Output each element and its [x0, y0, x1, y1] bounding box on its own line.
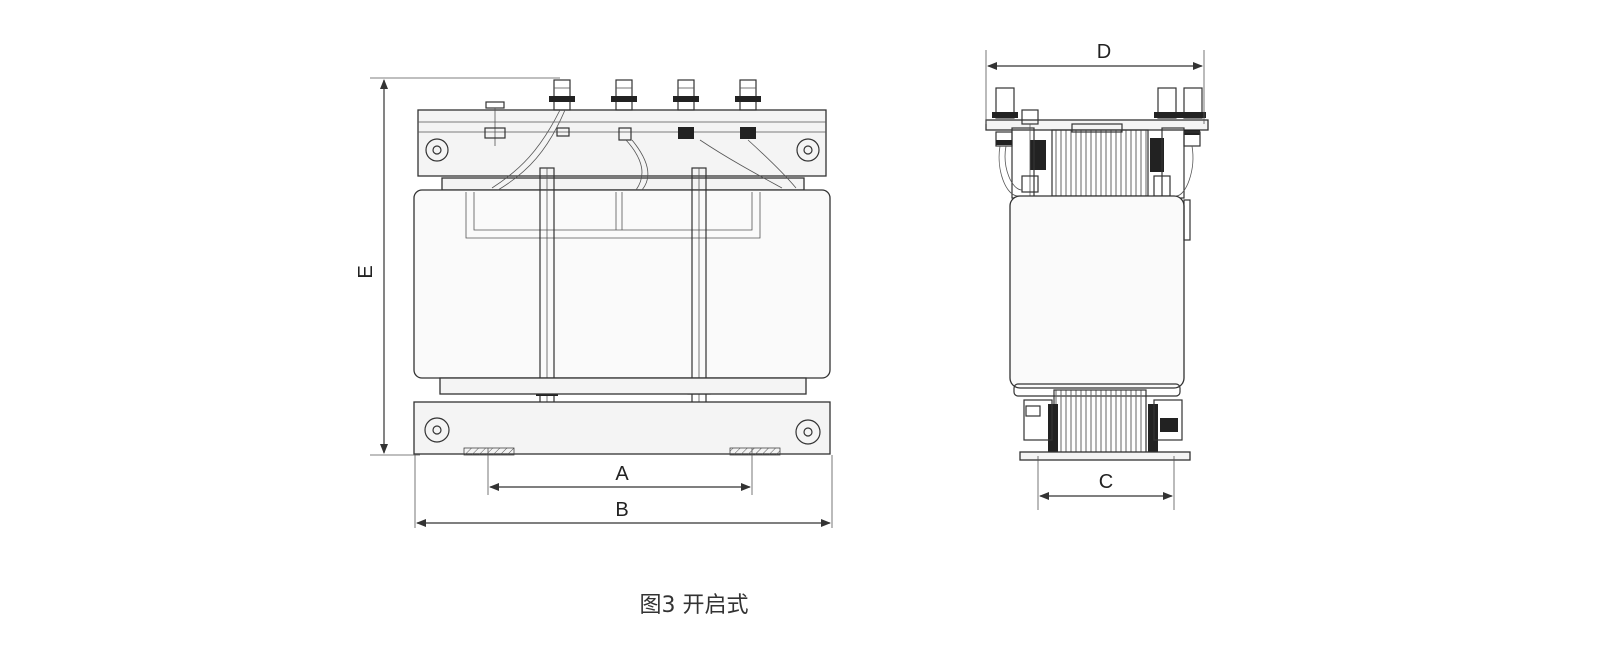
- front-ground-bolt: [484, 101, 506, 146]
- front-foot-hatch-right: [729, 447, 781, 456]
- front-terminal-4: [735, 79, 761, 139]
- front-top-right-hole: [796, 138, 820, 162]
- front-core-band: [441, 177, 805, 191]
- front-lower-core: [439, 377, 807, 395]
- front-bottom-left-hole: [424, 417, 450, 443]
- front-foot-hatch-left: [463, 447, 515, 456]
- side-clamp-right: [1150, 138, 1164, 172]
- front-terminal-2: [611, 79, 637, 141]
- front-top-left-hole: [425, 138, 449, 162]
- side-clamp-left: [1030, 140, 1046, 170]
- front-top-bracket: [417, 109, 827, 177]
- front-terminal-3: [673, 79, 699, 139]
- side-coil-body: [1009, 195, 1185, 389]
- side-terminal-right-2: [1180, 87, 1206, 147]
- side-terminal-left: [992, 87, 1018, 147]
- front-terminal-1: [549, 79, 575, 137]
- side-view: D C: [985, 41, 1209, 510]
- side-terminal-mid: [1021, 109, 1039, 196]
- side-bottom-clamp-left: [1048, 404, 1058, 452]
- side-bottom-fins: [1053, 389, 1147, 455]
- front-bottom-right-hole: [795, 419, 821, 445]
- side-base-plate: [1019, 451, 1191, 461]
- dim-b-label: B: [615, 499, 628, 521]
- side-terminal-right-1: [1154, 87, 1180, 119]
- dim-d-label: D: [1097, 41, 1111, 63]
- side-bottom-clamp-right: [1148, 404, 1158, 452]
- side-top-fins: [1051, 129, 1149, 197]
- front-bottom-bracket: [413, 401, 831, 455]
- dim-e-label: E: [355, 265, 377, 278]
- front-view: E A B: [355, 77, 833, 528]
- dim-c-label: C: [1099, 471, 1113, 493]
- dim-a-label: A: [615, 463, 629, 485]
- figure-caption: 图3 开启式: [640, 593, 749, 618]
